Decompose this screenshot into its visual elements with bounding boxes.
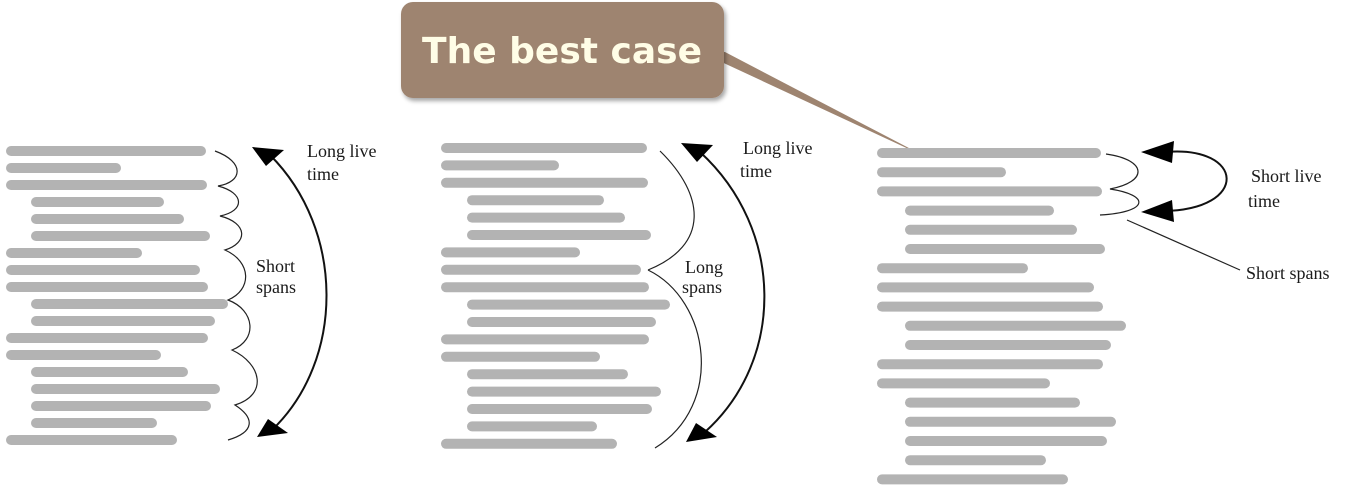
code-line bbox=[441, 160, 559, 171]
indented-code-line bbox=[31, 401, 211, 411]
code-line bbox=[441, 282, 649, 293]
code-line bbox=[6, 350, 161, 360]
panel-3-span-curve bbox=[1099, 153, 1140, 216]
code-line bbox=[877, 474, 1068, 485]
panel-1-bars bbox=[6, 146, 228, 445]
panel-3-annotations: Short live time Short spans bbox=[1099, 141, 1330, 283]
code-line bbox=[441, 334, 649, 345]
panel-2-arrow-label-line-2: time bbox=[740, 161, 772, 181]
indented-code-line bbox=[905, 340, 1111, 350]
code-line bbox=[877, 282, 1094, 293]
indented-code-line bbox=[905, 416, 1116, 427]
panel-1-arrow-label-line-1: Long live bbox=[307, 141, 377, 161]
panel-2-arrowhead-top bbox=[681, 143, 713, 162]
indented-code-line bbox=[467, 317, 656, 327]
indented-code-line bbox=[905, 205, 1054, 216]
panel-1-curve-label-line-2: spans bbox=[256, 277, 296, 297]
panel-1-curve-label-line-1: Short bbox=[256, 256, 295, 276]
indented-code-line bbox=[467, 421, 597, 432]
panel-3-bars bbox=[877, 148, 1126, 485]
indented-code-line bbox=[31, 214, 184, 224]
panel-3-leader-line bbox=[1126, 219, 1241, 271]
code-line bbox=[441, 264, 641, 275]
panel-1-arrow-line bbox=[269, 154, 328, 431]
indented-code-line bbox=[31, 197, 164, 207]
indented-code-line bbox=[31, 367, 188, 377]
panel-3-curve-label: Short spans bbox=[1246, 263, 1330, 283]
panel-2-curve-label-line-1: Long bbox=[685, 257, 723, 277]
code-line bbox=[877, 186, 1102, 197]
panel-2-span-curve-upper bbox=[647, 150, 695, 271]
indented-code-line bbox=[467, 230, 651, 240]
indented-code-line bbox=[31, 384, 220, 394]
panel-3-arrowhead-bottom bbox=[1141, 200, 1174, 222]
panel-2-arrow-line bbox=[699, 151, 766, 433]
indented-code-line bbox=[905, 224, 1077, 235]
indented-code-line bbox=[31, 316, 215, 326]
panel-1-arrowhead-bottom bbox=[257, 419, 288, 437]
callout-text: The best case bbox=[422, 31, 702, 72]
indented-code-line bbox=[905, 455, 1046, 466]
indented-code-line bbox=[467, 369, 628, 380]
indented-code-line bbox=[467, 195, 604, 206]
indented-code-line bbox=[467, 212, 625, 223]
panel-2-annotations: Long live time Long spans bbox=[647, 138, 813, 449]
indented-code-line bbox=[905, 397, 1080, 408]
panel-2-curve-label-line-2: spans bbox=[682, 277, 722, 297]
panel-1-span-curve bbox=[214, 150, 258, 441]
indented-code-line bbox=[905, 436, 1107, 446]
code-line bbox=[6, 146, 206, 156]
code-line bbox=[877, 148, 1101, 158]
code-line bbox=[441, 143, 647, 153]
code-line bbox=[441, 247, 580, 258]
code-line bbox=[877, 359, 1103, 370]
code-line bbox=[6, 163, 121, 173]
bars-layer bbox=[6, 143, 1126, 485]
panel-3-arrowhead-top bbox=[1141, 141, 1174, 163]
indented-code-line bbox=[467, 404, 652, 414]
indented-code-line bbox=[31, 418, 157, 428]
panel-2-arrow-label-line-1: Long live bbox=[743, 138, 813, 158]
callout-pointer bbox=[700, 52, 928, 158]
indented-code-line bbox=[905, 320, 1126, 331]
callout: The best case bbox=[401, 2, 928, 158]
panel-2-bars bbox=[441, 143, 670, 449]
indented-code-line bbox=[467, 299, 670, 310]
panel-1-annotations: Long live time Short spans bbox=[214, 141, 377, 441]
code-line bbox=[877, 301, 1103, 312]
panel-3-arrow-line bbox=[1162, 150, 1228, 212]
code-line bbox=[6, 265, 200, 275]
code-line bbox=[441, 177, 648, 188]
panel-2-span-curve-lower bbox=[647, 269, 702, 449]
code-line bbox=[877, 263, 1028, 274]
indented-code-line bbox=[31, 299, 228, 309]
code-line bbox=[6, 333, 208, 343]
panel-3-arrow-label-line-2: time bbox=[1248, 191, 1280, 211]
indented-code-line bbox=[467, 386, 661, 397]
indented-code-line bbox=[905, 244, 1105, 254]
panel-3-arrow-label-line-1: Short live bbox=[1251, 166, 1322, 186]
panel-1-arrow-label-line-2: time bbox=[307, 164, 339, 184]
code-line bbox=[6, 282, 208, 292]
panel-2-arrowhead-bottom bbox=[686, 423, 717, 442]
indented-code-line bbox=[31, 231, 210, 241]
code-line bbox=[441, 438, 617, 449]
code-line bbox=[6, 248, 142, 258]
code-line bbox=[6, 435, 177, 445]
code-line bbox=[877, 378, 1050, 389]
code-line bbox=[441, 351, 600, 362]
code-line bbox=[6, 180, 207, 190]
code-line bbox=[877, 167, 1006, 178]
panel-1-arrowhead-top bbox=[252, 147, 284, 166]
callout-box bbox=[401, 2, 724, 98]
